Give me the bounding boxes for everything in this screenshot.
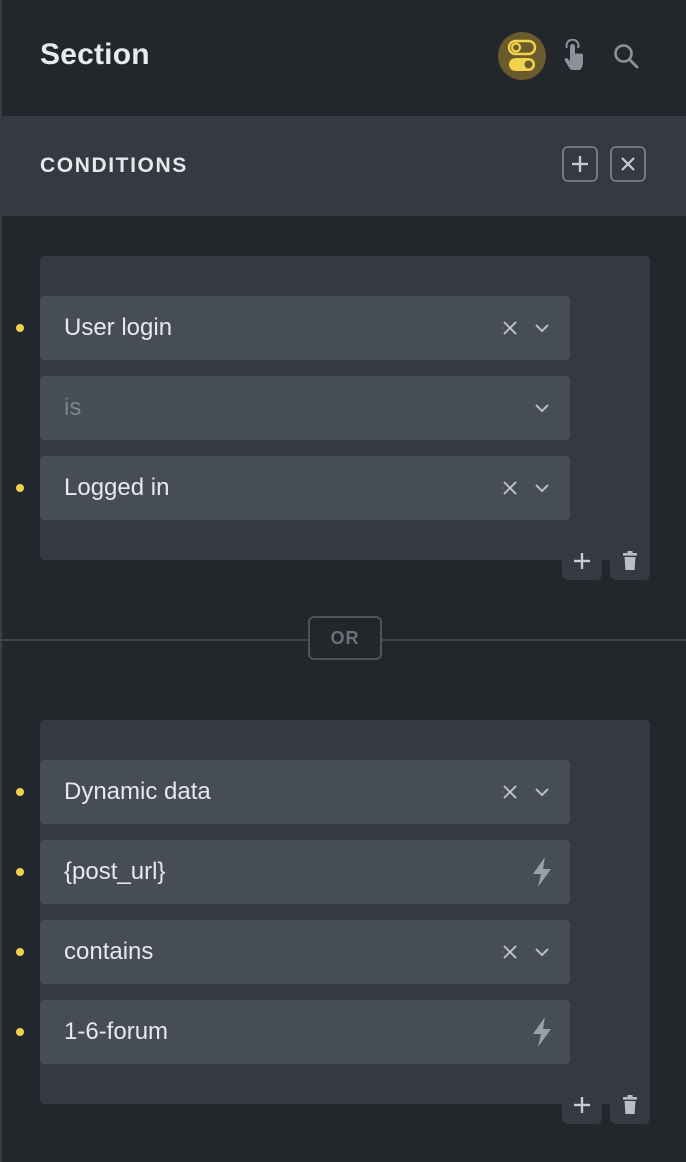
dynamic-data-input[interactable]: {post_url} <box>40 840 570 904</box>
condition-value-select[interactable]: Logged in <box>40 456 570 520</box>
condition-compare-select[interactable]: is <box>40 376 570 440</box>
clear-icon[interactable] <box>498 940 522 964</box>
chevron-down-icon[interactable] <box>530 396 554 420</box>
conditions-header: CONDITIONS <box>0 116 686 216</box>
condition-key-select[interactable]: User login <box>40 296 570 360</box>
select-placeholder: is <box>64 394 82 421</box>
interactions-button[interactable] <box>550 32 598 80</box>
plus-icon <box>572 156 588 172</box>
condition-indicator-dot <box>16 324 24 332</box>
condition-indicator-dot <box>16 948 24 956</box>
add-condition-button[interactable] <box>562 1086 602 1124</box>
trash-icon <box>623 551 637 570</box>
clear-icon[interactable] <box>498 476 522 500</box>
delete-condition-group-button[interactable] <box>610 542 650 580</box>
input-value: {post_url} <box>64 858 166 885</box>
condition-indicator-dot <box>16 484 24 492</box>
condition-indicator-dot <box>16 868 24 876</box>
select-value: User login <box>64 314 173 341</box>
condition-key-select[interactable]: Dynamic data <box>40 760 570 824</box>
lightning-bolt-icon[interactable] <box>527 1016 557 1048</box>
plus-icon <box>574 553 590 569</box>
trash-icon <box>623 1095 637 1114</box>
select-value: Logged in <box>64 474 170 501</box>
condition-value-input[interactable]: 1-6-forum <box>40 1000 570 1064</box>
close-conditions-button[interactable] <box>610 146 646 182</box>
clear-icon[interactable] <box>498 780 522 804</box>
conditions-toggle-button[interactable] <box>498 32 546 80</box>
toggles-icon <box>507 39 537 71</box>
condition-indicator-dot <box>16 1028 24 1036</box>
add-condition-set-button[interactable] <box>562 146 598 182</box>
chevron-down-icon[interactable] <box>530 476 554 500</box>
panel-header: Section <box>0 0 686 116</box>
or-divider-label: OR <box>308 616 382 660</box>
search-icon <box>614 44 639 69</box>
chevron-down-icon[interactable] <box>530 780 554 804</box>
select-value: Dynamic data <box>64 778 211 805</box>
pointer-hand-icon <box>564 39 583 70</box>
lightning-bolt-icon[interactable] <box>527 856 557 888</box>
close-icon <box>621 157 635 171</box>
select-value: contains <box>64 938 154 965</box>
search-button[interactable] <box>602 32 650 80</box>
conditions-title: CONDITIONS <box>40 154 188 177</box>
chevron-down-icon[interactable] <box>530 940 554 964</box>
add-condition-button[interactable] <box>562 542 602 580</box>
clear-icon[interactable] <box>498 316 522 340</box>
panel-title: Section <box>40 38 150 71</box>
panel-left-border <box>0 0 2 1162</box>
chevron-down-icon[interactable] <box>530 316 554 340</box>
condition-indicator-dot <box>16 788 24 796</box>
condition-compare-select[interactable]: contains <box>40 920 570 984</box>
plus-icon <box>574 1097 590 1113</box>
delete-condition-group-button[interactable] <box>610 1086 650 1124</box>
input-value: 1-6-forum <box>64 1018 169 1045</box>
